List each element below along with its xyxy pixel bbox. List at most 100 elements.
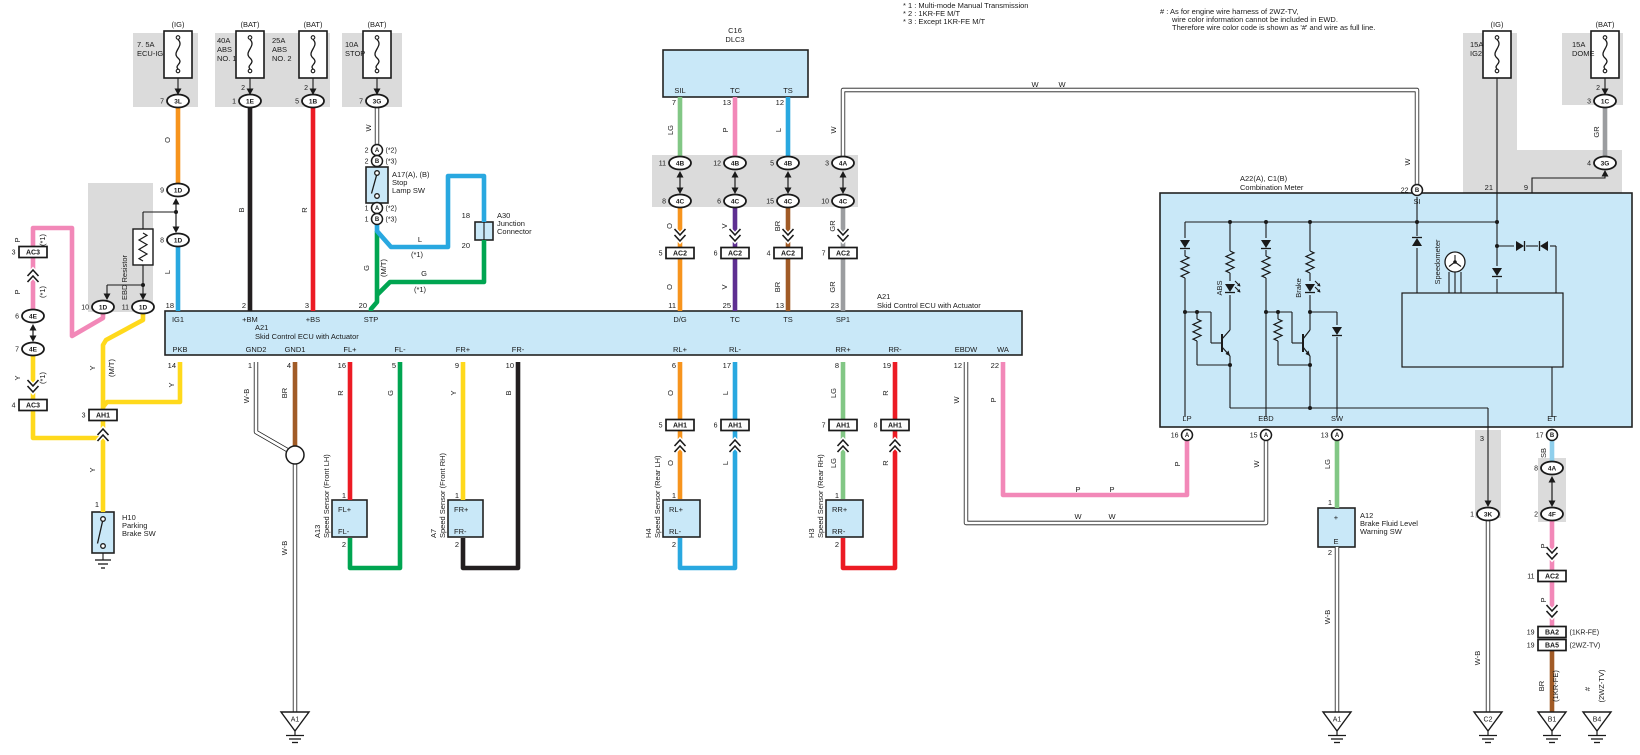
fuse-element-icon bbox=[175, 39, 181, 70]
text-label: 3 bbox=[825, 161, 829, 168]
text-label: 4C bbox=[839, 198, 848, 205]
text-label: ET bbox=[1547, 414, 1557, 423]
wire-outline-core bbox=[254, 362, 290, 453]
chevron-icon bbox=[888, 438, 902, 447]
diagram-shape bbox=[720, 246, 750, 260]
text-label: A13 bbox=[313, 525, 322, 538]
text-label: GR bbox=[1592, 126, 1601, 138]
text-label: R bbox=[336, 390, 345, 396]
symbols bbox=[95, 170, 1548, 569]
text-label: 1E bbox=[246, 98, 255, 105]
text-label: P bbox=[1539, 543, 1548, 548]
connector-10-4C: 4C 10 bbox=[821, 193, 855, 209]
wire-Y bbox=[100, 313, 146, 410]
text-label: Lamp SW bbox=[392, 186, 426, 195]
text-label: 13 bbox=[1321, 433, 1329, 440]
text-label: 11 bbox=[659, 161, 666, 168]
diagram-shape bbox=[1537, 625, 1567, 639]
diode-icon bbox=[1492, 268, 1502, 278]
text-label: FL+ bbox=[338, 505, 352, 514]
text-label: (*2) bbox=[386, 148, 397, 155]
text-label: C2 bbox=[1484, 717, 1493, 724]
text-label: 5 bbox=[659, 251, 663, 258]
text-label: 13 bbox=[776, 301, 784, 310]
splice-circle bbox=[285, 445, 305, 465]
diagram-shape bbox=[1180, 428, 1194, 442]
text-label: AC2 bbox=[728, 251, 742, 258]
text-label: 9 bbox=[160, 188, 164, 195]
text-label: RR+ bbox=[835, 345, 851, 354]
chevron-icon bbox=[96, 427, 110, 436]
connector-1-3K: 3K1 bbox=[1470, 506, 1500, 522]
text-label: 15 bbox=[1250, 433, 1258, 440]
text-label: 2 bbox=[1328, 548, 1332, 557]
text-label: GR bbox=[828, 220, 837, 232]
transistor-icon bbox=[1221, 329, 1231, 357]
text-label: W bbox=[1403, 158, 1412, 166]
text-label: B bbox=[1415, 188, 1420, 194]
text-label: A7 bbox=[429, 529, 438, 538]
text-label: (*1) bbox=[38, 371, 47, 384]
text-label: 5 bbox=[659, 423, 663, 430]
arrowhead bbox=[731, 187, 739, 194]
text-label: A bbox=[1264, 433, 1269, 439]
text-label: W-B bbox=[1473, 651, 1482, 665]
text-label: 2 bbox=[835, 540, 839, 549]
text-label: TC bbox=[730, 86, 741, 95]
text-label: Brake SW bbox=[122, 529, 157, 538]
arrowhead bbox=[839, 187, 847, 194]
diagram-shape bbox=[91, 299, 115, 315]
speed-sensor-front-lh bbox=[331, 499, 368, 538]
text-label: 2 bbox=[455, 540, 459, 549]
chevron-icon bbox=[1545, 552, 1559, 561]
diagram-shape bbox=[665, 246, 695, 260]
text-label: D/G bbox=[673, 315, 687, 324]
text-label: Brake bbox=[1294, 278, 1303, 298]
diagram-shape bbox=[88, 408, 118, 422]
text-label: 4 bbox=[1587, 161, 1591, 168]
diagram-shape bbox=[96, 521, 104, 544]
arrowhead bbox=[1237, 289, 1241, 293]
text-label: GND2 bbox=[246, 345, 267, 354]
text-label: RR+ bbox=[832, 505, 848, 514]
connector-6-4E: 4E6 bbox=[15, 308, 45, 324]
text-label: 10 bbox=[821, 199, 829, 206]
text-label: (*1) bbox=[411, 250, 424, 259]
text-label: + bbox=[1334, 513, 1339, 522]
diagram-shape bbox=[166, 182, 190, 198]
text-label: 1 bbox=[672, 491, 676, 500]
diagram-shape bbox=[828, 246, 858, 260]
arrowhead bbox=[1305, 284, 1315, 292]
text-label: 2 bbox=[1534, 512, 1538, 519]
text-label: BR bbox=[280, 387, 289, 398]
chevron-icon bbox=[1545, 610, 1559, 619]
text-label: A1 bbox=[1333, 717, 1342, 724]
speed-sensor-rear-lh bbox=[662, 499, 701, 538]
text-label: L bbox=[721, 461, 730, 465]
diagram-shape bbox=[1302, 329, 1311, 340]
text-label: RL+ bbox=[669, 505, 684, 514]
arrowhead bbox=[1540, 241, 1548, 251]
arrowhead bbox=[1548, 476, 1556, 483]
text-label: 3G bbox=[373, 98, 382, 105]
junction-dot bbox=[1415, 220, 1419, 224]
diagram-shape bbox=[668, 155, 692, 171]
text-label: 2 bbox=[365, 148, 369, 155]
text-label: 8 bbox=[662, 199, 666, 206]
connector-2-4F: 4F2 bbox=[1534, 506, 1564, 522]
text-label: 15A bbox=[1470, 40, 1483, 49]
text-label: FL- bbox=[394, 345, 406, 354]
text-label: 2 bbox=[1596, 85, 1600, 92]
text-label: 17 bbox=[723, 361, 731, 370]
wire-Y bbox=[101, 362, 183, 409]
note-hash-3: Therefore wire color code is shown as '#… bbox=[1172, 23, 1376, 32]
note-2: * 2 : 1KR-FE M/T bbox=[903, 9, 961, 18]
text-label: Speed Sensor (Front RH) bbox=[438, 452, 447, 538]
resistor-icon bbox=[1272, 318, 1284, 342]
